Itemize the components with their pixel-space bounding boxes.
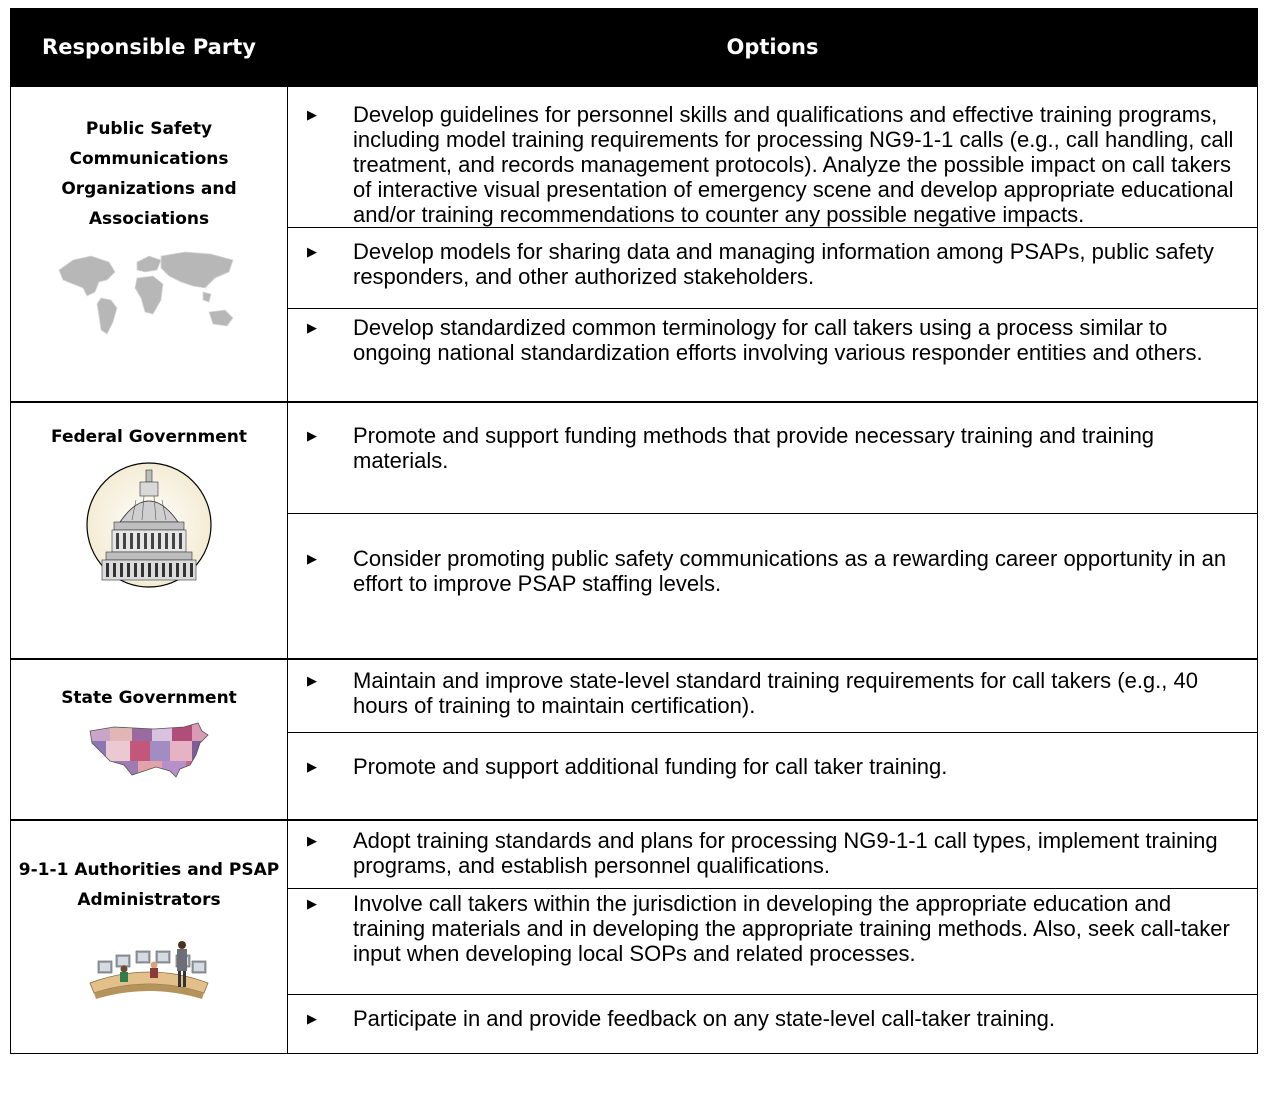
table-row: ▶ Consider promoting public safety commu…: [11, 513, 1258, 660]
bullet-icon: ▶: [307, 320, 317, 335]
bullet-icon: ▶: [307, 244, 317, 259]
option-text: Promote and support funding methods that…: [353, 423, 1155, 473]
table-header-row: Responsible Party Options: [10, 8, 1258, 87]
us-map-icon: [89, 722, 209, 778]
option-cell: ▶ Involve call takers within the jurisdi…: [287, 888, 1258, 995]
party-name: Public Safety Communications Organizatio…: [61, 119, 237, 229]
bullet-icon: ▶: [307, 673, 317, 688]
world-map-icon: [58, 251, 234, 335]
bullet-icon: ▶: [307, 759, 317, 774]
option-cell: ▶ Consider promoting public safety commu…: [287, 513, 1258, 660]
bullet-icon: ▶: [307, 551, 317, 566]
table-row: ▶ Develop models for sharing data and ma…: [11, 227, 1258, 309]
option-text: Consider promoting public safety communi…: [353, 546, 1227, 596]
option-text: Participate in and provide feedback on a…: [353, 1006, 1055, 1031]
party-name: 9-1-1 Authorities and PSAP Administrator…: [18, 860, 280, 910]
bullet-icon: ▶: [307, 107, 317, 122]
bullet-icon: ▶: [307, 1011, 317, 1026]
option-cell: ▶ Adopt training standards and plans for…: [287, 819, 1258, 889]
table-row: ▶ Participate in and provide feedback on…: [11, 994, 1258, 1054]
party-name: Federal Government: [51, 427, 247, 447]
table-row: 9-1-1 Authorities and PSAP Administrator…: [10, 819, 1258, 1054]
option-cell: ▶ Develop guidelines for personnel skill…: [287, 85, 1258, 228]
responsibility-table: Responsible Party Options Public Safety …: [10, 8, 1258, 1054]
capitol-dome-icon: [86, 462, 212, 588]
option-text: Promote and support additional funding f…: [353, 754, 948, 779]
party-cell-federal-government: Federal Government: [10, 401, 288, 660]
option-text: Adopt training standards and plans for p…: [353, 828, 1218, 878]
party-cell-state-government: State Government: [10, 658, 288, 821]
table-row: Federal Government: [10, 401, 1258, 660]
table-row: ▶ Develop standardized common terminolog…: [11, 308, 1258, 403]
option-cell: ▶ Promote and support funding methods th…: [287, 401, 1258, 514]
option-cell: ▶ Develop models for sharing data and ma…: [287, 227, 1258, 309]
header-responsible-party: Responsible Party: [10, 8, 288, 87]
party-cell-public-safety-orgs: Public Safety Communications Organizatio…: [10, 85, 288, 403]
dispatch-center-icon: [89, 941, 209, 999]
bullet-icon: ▶: [307, 896, 317, 911]
option-cell: ▶ Promote and support additional funding…: [287, 732, 1258, 821]
option-cell: ▶ Develop standardized common terminolog…: [287, 308, 1258, 403]
party-name: State Government: [61, 688, 237, 708]
header-options: Options: [287, 8, 1258, 87]
option-cell: ▶ Maintain and improve state-level stand…: [287, 658, 1258, 733]
option-text: Maintain and improve state-level standar…: [353, 668, 1198, 718]
bullet-icon: ▶: [307, 833, 317, 848]
option-text: Involve call takers within the jurisdict…: [353, 891, 1230, 966]
bullet-icon: ▶: [307, 428, 317, 443]
table-row: State Government: [10, 658, 1258, 821]
table-row: ▶ Promote and support additional funding…: [11, 732, 1258, 821]
option-text: Develop standardized common terminology …: [353, 315, 1203, 365]
option-text: Develop models for sharing data and mana…: [353, 239, 1214, 289]
option-cell: ▶ Participate in and provide feedback on…: [287, 994, 1258, 1054]
table-row: ▶ Involve call takers within the jurisdi…: [11, 888, 1258, 995]
party-cell-911-authorities: 9-1-1 Authorities and PSAP Administrator…: [10, 819, 288, 1054]
table-row: Public Safety Communications Organizatio…: [10, 85, 1258, 403]
option-text: Develop guidelines for personnel skills …: [353, 102, 1234, 227]
